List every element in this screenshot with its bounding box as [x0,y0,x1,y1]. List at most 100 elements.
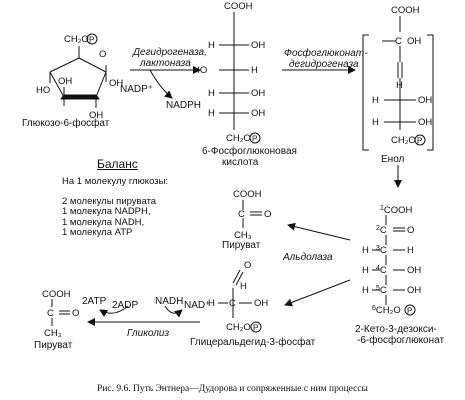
enzyme-glycolysis-label: Гликолиз [127,328,170,339]
enzyme-phosphogluconate-label: Фосфоглюконат- [284,48,368,59]
svg-text:O: O [72,308,79,319]
svg-text:CH₂O: CH₂O [226,133,251,144]
svg-text:1COOH: 1COOH [380,205,413,216]
glucose-6-phosphate-label: Глюкозо-6-фосфат [22,118,110,129]
balance-block: На 1 молекулу глюкозы: 2 молекулы пирува… [62,176,169,239]
oh-label: HO [36,85,50,96]
svg-text:5C: 5C [376,285,387,296]
figure-caption: Рис. 9.6. Путь Энтнера—Дудорова и сопряж… [97,384,368,394]
svg-text:H: H [251,65,258,76]
enzyme-aldolase-label: Альдолаза [283,252,333,263]
nadh-label: NADH [155,296,184,307]
svg-text:C: C [229,298,236,309]
kdpg-label-line1: 2-Кето-3-дезокси- [355,324,437,335]
svg-text:H: H [407,245,414,256]
svg-text:OH: OH [251,108,265,119]
arrow-kdpg-to-gap [284,279,351,307]
svg-text:P: P [417,137,422,146]
svg-text:H: H [208,88,215,99]
kdpg-label-line2: -6-фосфоглюконат [357,335,445,346]
svg-text:H: H [396,80,403,91]
cooh: COOH [224,1,253,12]
svg-text:H: H [208,108,215,119]
svg-text:C: C [47,308,54,319]
enzyme-dehydrogenase2-label: дегидрогеназа [289,59,359,70]
adp-label: 2ADP [112,300,139,311]
oh-label: OH [109,78,123,89]
balance-line: 1 молекула NADH, [62,216,145,228]
enol-label: Енол [381,154,405,165]
svg-text:2C: 2C [376,225,387,236]
enzyme-lactonase-label: лактоназа [140,58,191,69]
svg-text:OH: OH [254,298,268,309]
pyruvate-right-structure [242,200,262,228]
svg-text:P: P [89,36,94,45]
arrow-atp [99,305,129,317]
svg-text:H: H [372,117,379,128]
svg-text:H: H [208,298,215,309]
svg-text:HO: HO [193,65,207,76]
svg-text:H: H [362,265,369,276]
nadph-label: NADPH [166,100,202,111]
svg-text:C: C [238,209,245,220]
svg-text:COOH: COOH [233,189,262,200]
svg-text:CH₃: CH₃ [234,230,252,241]
phosphogluconate-label-line1: 6-Фосфоглюконовая [202,146,297,157]
svg-text:H: H [362,245,369,256]
gap-structure [218,269,252,318]
svg-text:O: O [264,209,271,220]
svg-text:OH: OH [407,265,421,276]
ring-o: O [99,49,106,60]
enol-structure [362,16,434,151]
balance-line: 2 молекулы пирувата [62,195,157,207]
nad-label: NAD⁺ [184,300,211,311]
svg-text:COOH: COOH [391,5,420,16]
svg-text:O: O [244,260,251,271]
balance-subtitle: На 1 молекулу глюкозы: [62,176,169,187]
phosphogluconate-structure [219,12,249,130]
svg-text:H: H [362,285,369,296]
svg-text:3C: 3C [376,245,387,256]
svg-text:OH: OH [407,36,421,47]
svg-text:H: H [208,40,215,51]
phosphogluconate-label-line2: кислота [222,157,259,168]
svg-text:O: O [407,225,414,236]
arrow-kdpg-to-pyruvate [287,222,351,241]
svg-text:COOH: COOH [42,289,71,300]
svg-text:OH: OH [251,88,265,99]
arrow-nadh [164,305,183,318]
svg-text:H: H [240,281,247,292]
glucose-6-phosphate-structure [49,46,107,108]
phosphate-circle [86,33,98,45]
svg-text:OH: OH [251,40,265,51]
ch2o-label: CH₂O [64,34,89,45]
enzyme-dehydrogenase-label: Дегидрогеназа, [133,47,207,58]
svg-text:CH₃: CH₃ [44,328,62,339]
balance-line: 1 молекула NADPH, [62,206,151,217]
gap-label: Глицеральдегид-3-фосфат [190,337,316,348]
pyruvate-left-label: Пируват [34,340,73,351]
svg-text:4C: 4C [376,265,387,276]
balance-line: 1 молекула ATP [62,227,133,238]
svg-text:H: H [372,95,379,106]
svg-text:OH: OH [418,95,432,106]
arrow-nadp [149,69,173,99]
balance-title: Баланс [97,157,138,171]
svg-text:CH₂O: CH₂O [391,135,416,146]
svg-text:6CH₂O: 6CH₂O [372,305,401,316]
oh-label: OH [89,110,103,121]
svg-text:CH₂O: CH₂O [226,322,251,333]
kdpg-structure [372,215,405,305]
svg-text:OH: OH [407,285,421,296]
oh-label: OH [58,76,72,87]
atp-label: 2ATP [82,296,107,307]
pyruvate-left-structure [51,299,70,326]
svg-text:C: C [395,36,402,47]
svg-text:OH: OH [418,117,432,128]
nadp-label: NADP⁺ [120,84,154,95]
svg-text:P: P [252,135,257,144]
pyruvate-right-label: Пируват [222,240,261,251]
svg-text:P: P [253,324,258,333]
